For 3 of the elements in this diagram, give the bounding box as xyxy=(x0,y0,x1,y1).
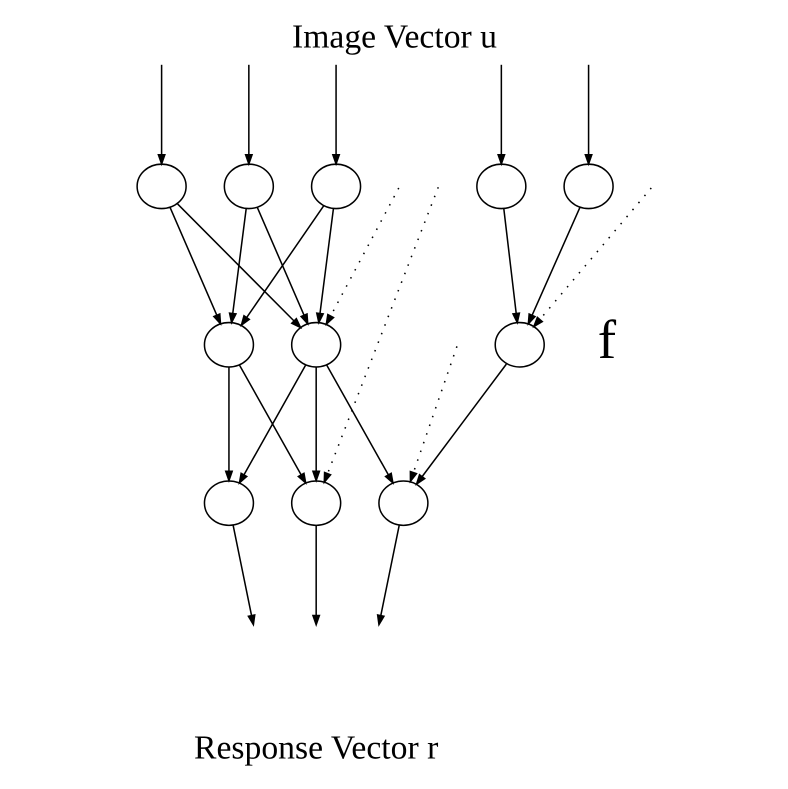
caption: Response Vector r xyxy=(194,729,438,766)
label: f xyxy=(597,309,616,370)
diagram-title: Image Vector u xyxy=(292,18,496,56)
